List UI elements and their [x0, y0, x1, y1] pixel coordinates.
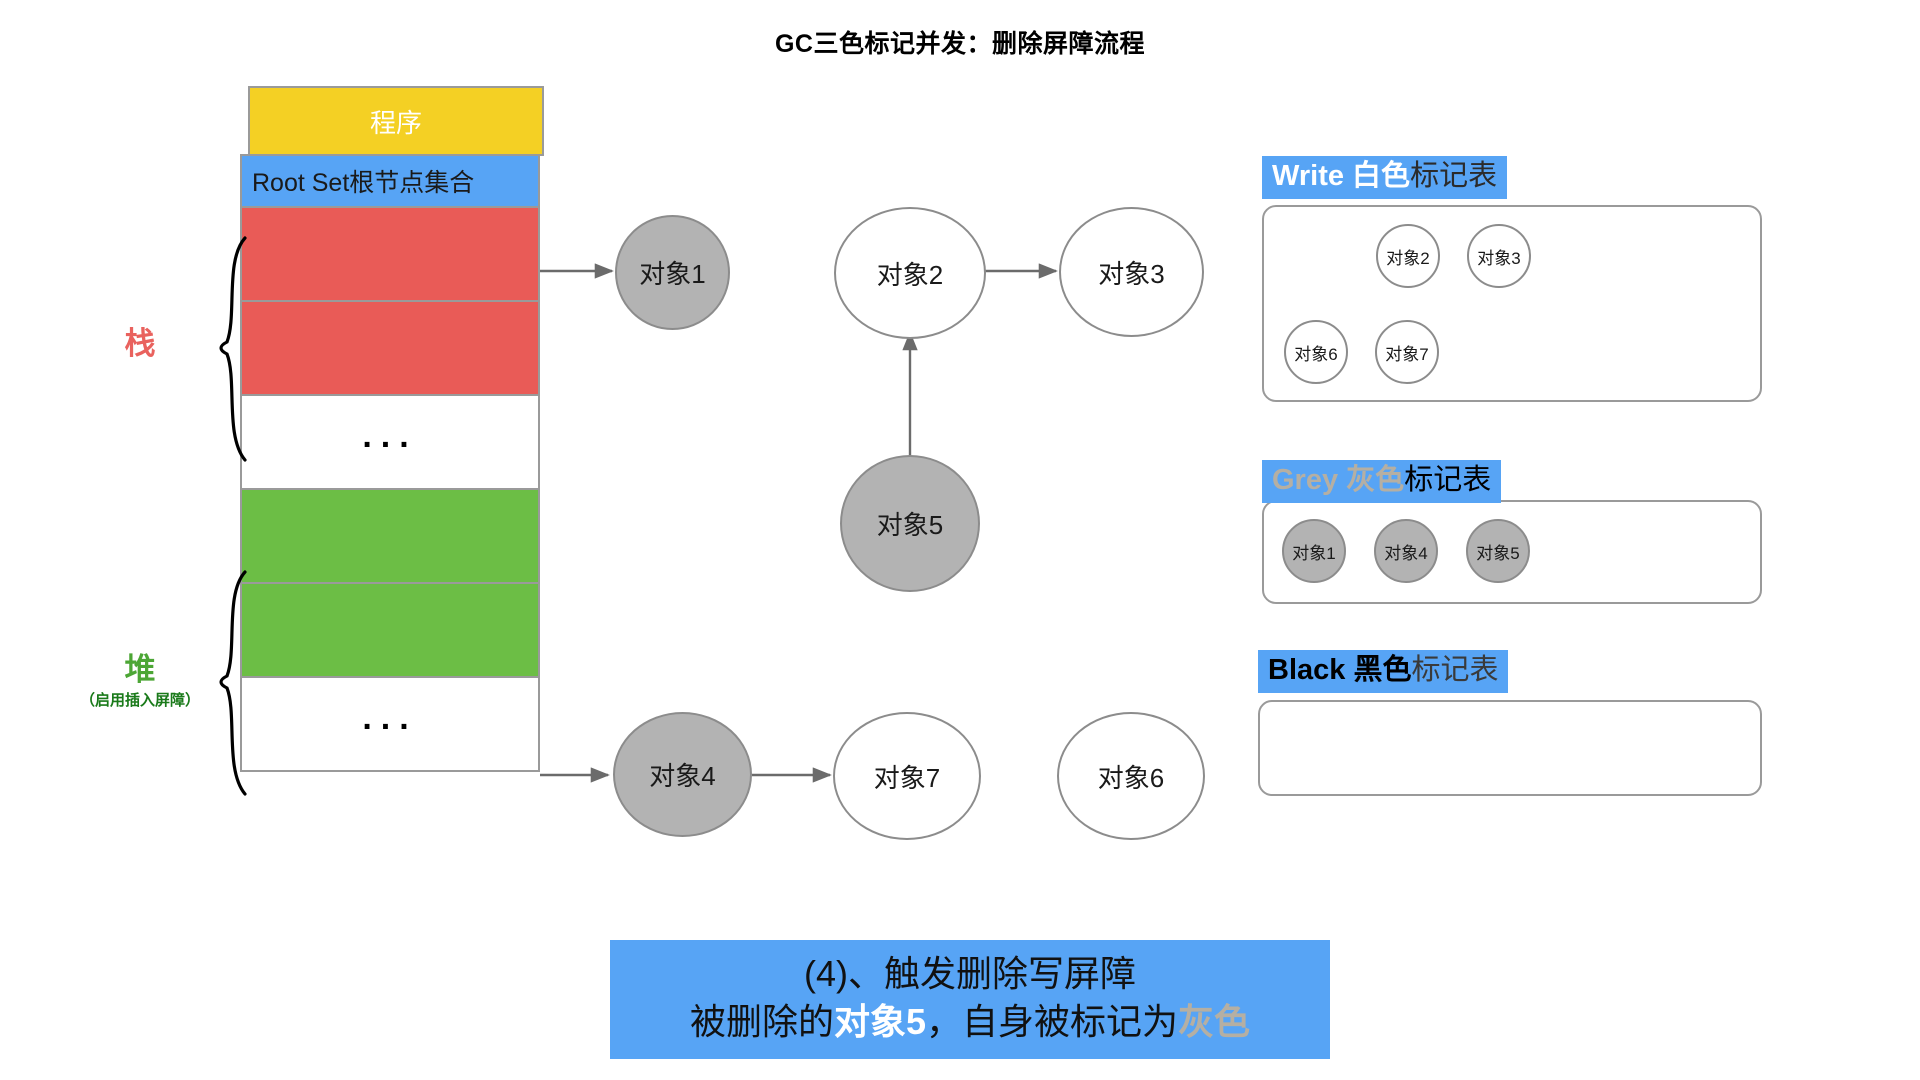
black-header-cn2: 标记表 [1411, 654, 1499, 686]
grey-mark-table-body: 对象1 对象4 对象5 [1262, 500, 1762, 604]
heap-label-sub: （启用插入屏障） [79, 691, 200, 709]
step-caption: (4)、触发删除写屏障 被删除的对象5，自身被标记为灰色 [610, 940, 1330, 1060]
caption-line-2: 被删除的对象5，自身被标记为灰色 [610, 998, 1330, 1046]
object-node-obj3[interactable]: 对象3 [1059, 207, 1204, 337]
black-mark-table-header: Black 黑色标记表 [1258, 650, 1509, 694]
object-node-obj1[interactable]: 对象1 [615, 215, 730, 330]
caption-line2-part-a: 被删除的 [689, 1000, 834, 1042]
white-header-en: Write [1272, 160, 1353, 192]
object-node-obj6[interactable]: 对象6 [1057, 712, 1205, 840]
white-header-cn2: 标记表 [1410, 160, 1498, 192]
stack-ellipsis: ... [362, 417, 418, 455]
grey-list-item-1[interactable]: 对象1 [1282, 519, 1346, 583]
caption-line2-part-c: ，自身被标记为 [926, 1000, 1179, 1042]
stack-slot-2 [240, 300, 540, 396]
caption-line-1: (4)、触发删除写屏障 [804, 953, 1136, 994]
stack-region-label: 栈 [124, 326, 156, 361]
stack-slot-1 [240, 206, 540, 302]
white-list-item-3[interactable]: 对象6 [1284, 320, 1348, 384]
root-set-block: Root Set根节点集合 [240, 154, 540, 208]
white-header-cn1: 白色 [1352, 160, 1411, 192]
caption-highlight-object: 对象5 [833, 1000, 926, 1042]
caption-highlight-grey: 灰色 [1178, 1000, 1251, 1042]
grey-header-en: Grey [1272, 464, 1347, 496]
black-header-cn1: 黑色 [1353, 654, 1412, 686]
heap-slot-1 [240, 488, 540, 584]
heap-slot-2 [240, 582, 540, 678]
grey-header-cn2: 标记表 [1404, 464, 1492, 496]
object-node-obj5[interactable]: 对象5 [840, 455, 980, 592]
heap-region-label: 堆 （启用插入屏障） [60, 652, 220, 709]
page-title: GC三色标记并发：删除屏障流程 [774, 30, 1145, 58]
stack-brace [205, 236, 250, 462]
heap-empty-slot: ... [240, 676, 540, 772]
white-mark-table-header: Write 白色标记表 [1262, 156, 1508, 200]
white-list-item-4[interactable]: 对象7 [1375, 320, 1439, 384]
grey-list-item-3[interactable]: 对象5 [1466, 519, 1530, 583]
heap-brace [205, 570, 250, 796]
black-mark-table-body [1258, 700, 1762, 796]
heap-label-main: 堆 [124, 652, 156, 687]
stack-empty-slot: ... [240, 394, 540, 490]
memory-column: 程序 Root Set根节点集合 ... ... [240, 86, 544, 772]
white-list-item-1[interactable]: 对象2 [1376, 224, 1440, 288]
grey-header-cn1: 灰色 [1346, 464, 1405, 496]
object-node-obj4[interactable]: 对象4 [613, 712, 752, 837]
white-list-item-2[interactable]: 对象3 [1467, 224, 1531, 288]
program-block: 程序 [248, 86, 544, 156]
object-node-obj2[interactable]: 对象2 [834, 207, 986, 339]
object-node-obj7[interactable]: 对象7 [833, 712, 981, 840]
black-header-en: Black [1268, 654, 1354, 686]
grey-list-item-2[interactable]: 对象4 [1374, 519, 1438, 583]
heap-ellipsis: ... [362, 699, 418, 737]
grey-mark-table-header: Grey 灰色标记表 [1262, 460, 1502, 504]
white-mark-table-body: 对象2 对象3 对象6 对象7 [1262, 205, 1762, 402]
